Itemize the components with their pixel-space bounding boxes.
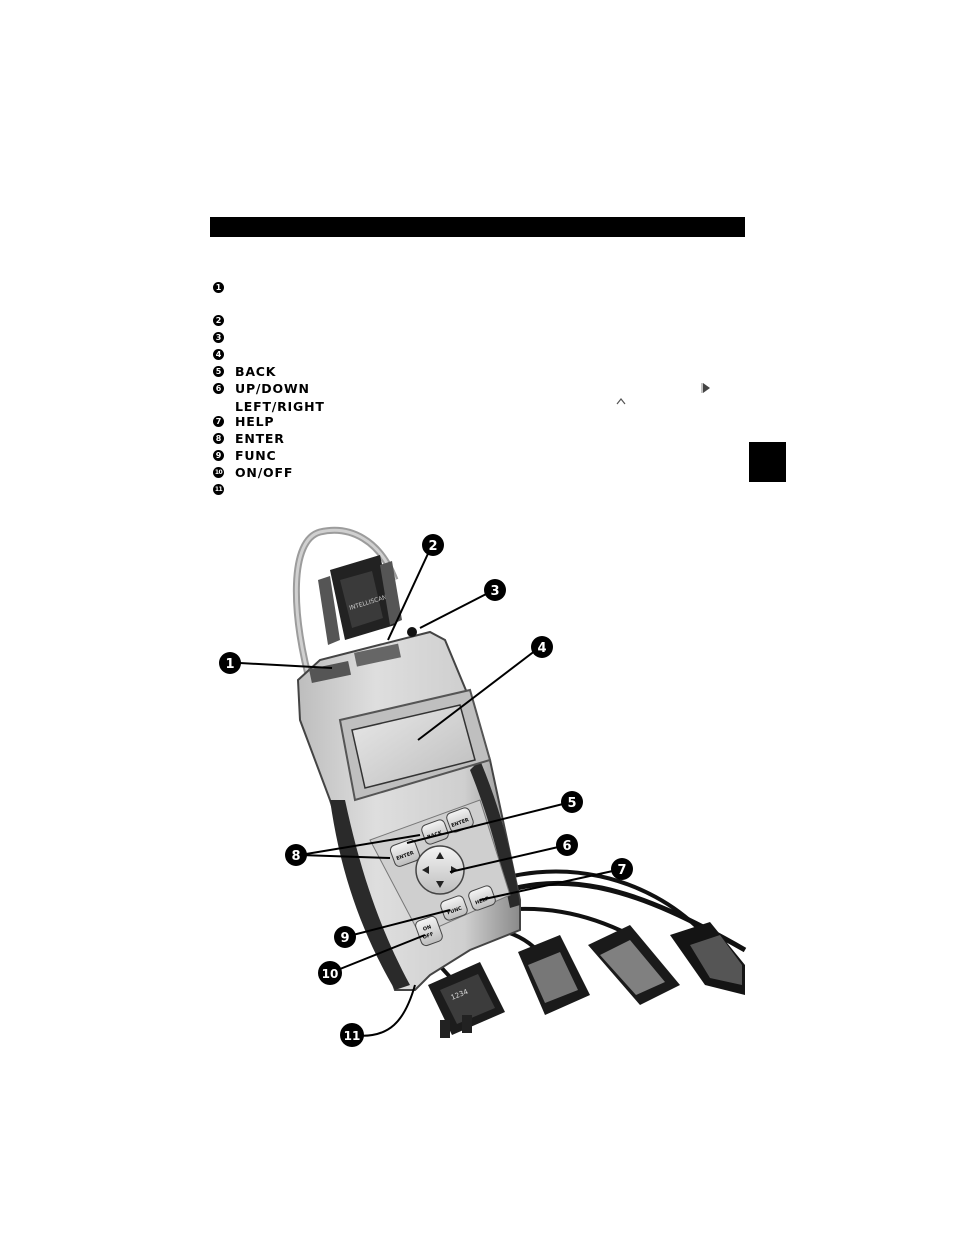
legend-number: 8 [213,433,224,444]
callout-7: 7 [611,858,633,880]
svg-text:8: 8 [291,849,300,864]
legend-label-func: FUNC [235,448,277,463]
svg-text:6: 6 [562,839,571,854]
legend-item-10: 10 ON/OFF [213,464,292,481]
legend-number: 9 [213,450,224,461]
svg-text:FUNC: FUNC [446,905,463,916]
legend-item-6b: LEFT/RIGHT [213,398,324,415]
direction-pad [415,845,465,895]
legend-item-7: 7 HELP [213,413,274,430]
legend-item-1: 1 [213,279,224,296]
relay-adapter: 1234 [428,962,505,1038]
legend-label-leftright: LEFT/RIGHT [235,399,325,414]
enter-key-left: ENTER [389,839,421,867]
callout-4: 4 [531,636,553,658]
svg-text:4: 4 [537,641,546,656]
legend-item-11: 11 [213,481,224,498]
callout-8: 8 [285,844,307,866]
svg-text:2: 2 [428,539,437,554]
lcd-display [351,704,476,789]
svg-text:OFF: OFF [422,931,434,940]
svg-text:7: 7 [617,863,626,878]
legend-label-enter: ENTER [235,431,285,446]
legend-number: 10 [213,467,224,478]
callout-2: 2 [422,534,444,556]
legend-number: 2 [213,315,224,326]
legend-label-help: HELP [235,414,275,429]
legend-number: 6 [213,383,224,394]
legend-number: 1 [213,282,224,293]
section-header-bar [210,217,745,237]
legend-label-updown: UP/DOWN [235,381,310,396]
chapter-tab [749,442,786,482]
svg-text:10: 10 [322,967,339,981]
legend-item-3: 3 [213,329,224,346]
svg-text:5: 5 [567,796,576,811]
serial-connector: INTELLISCAN [318,555,402,645]
legend-item-9: 9 FUNC [213,447,276,464]
legend-number: 7 [213,416,224,427]
obd-adapter-1 [518,935,590,1015]
legend-item-8: 8 ENTER [213,430,284,447]
svg-text:ENTER: ENTER [451,817,470,829]
callout-3: 3 [484,579,506,601]
obd-adapter-2 [588,925,680,1005]
arrow-right-icon [701,383,710,393]
legend-label-back: BACK [235,364,277,379]
legend-item-2: 2 [213,312,224,329]
caret-up-icon [616,398,626,405]
on-off-key: ON OFF [415,915,443,947]
svg-text:9: 9 [340,931,349,946]
svg-text:1: 1 [225,657,234,672]
legend-label-onoff: ON/OFF [235,465,294,480]
callout-9: 9 [334,926,356,948]
svg-text:HELP: HELP [474,896,490,907]
legend-item-4: 4 [213,346,224,363]
legend-number: 3 [213,332,224,343]
svg-text:3: 3 [490,584,499,599]
callout-11: 11 [340,1023,364,1047]
callout-1: 1 [219,652,241,674]
svg-text:11: 11 [344,1029,361,1043]
legend-item-5: 5 BACK [213,363,275,380]
legend-number: 11 [213,484,224,495]
callout-10: 10 [318,961,342,985]
legend-number: 5 [213,366,224,377]
legend-number: 4 [213,349,224,360]
callout-6: 6 [556,834,578,856]
legend-item-6: 6 UP/DOWN [213,380,309,397]
help-key: HELP [468,885,496,911]
svg-text:ON: ON [422,924,432,933]
svg-text:ENTER: ENTER [396,850,415,862]
obd-adapter-3 [670,922,745,995]
callout-5: 5 [561,791,583,813]
